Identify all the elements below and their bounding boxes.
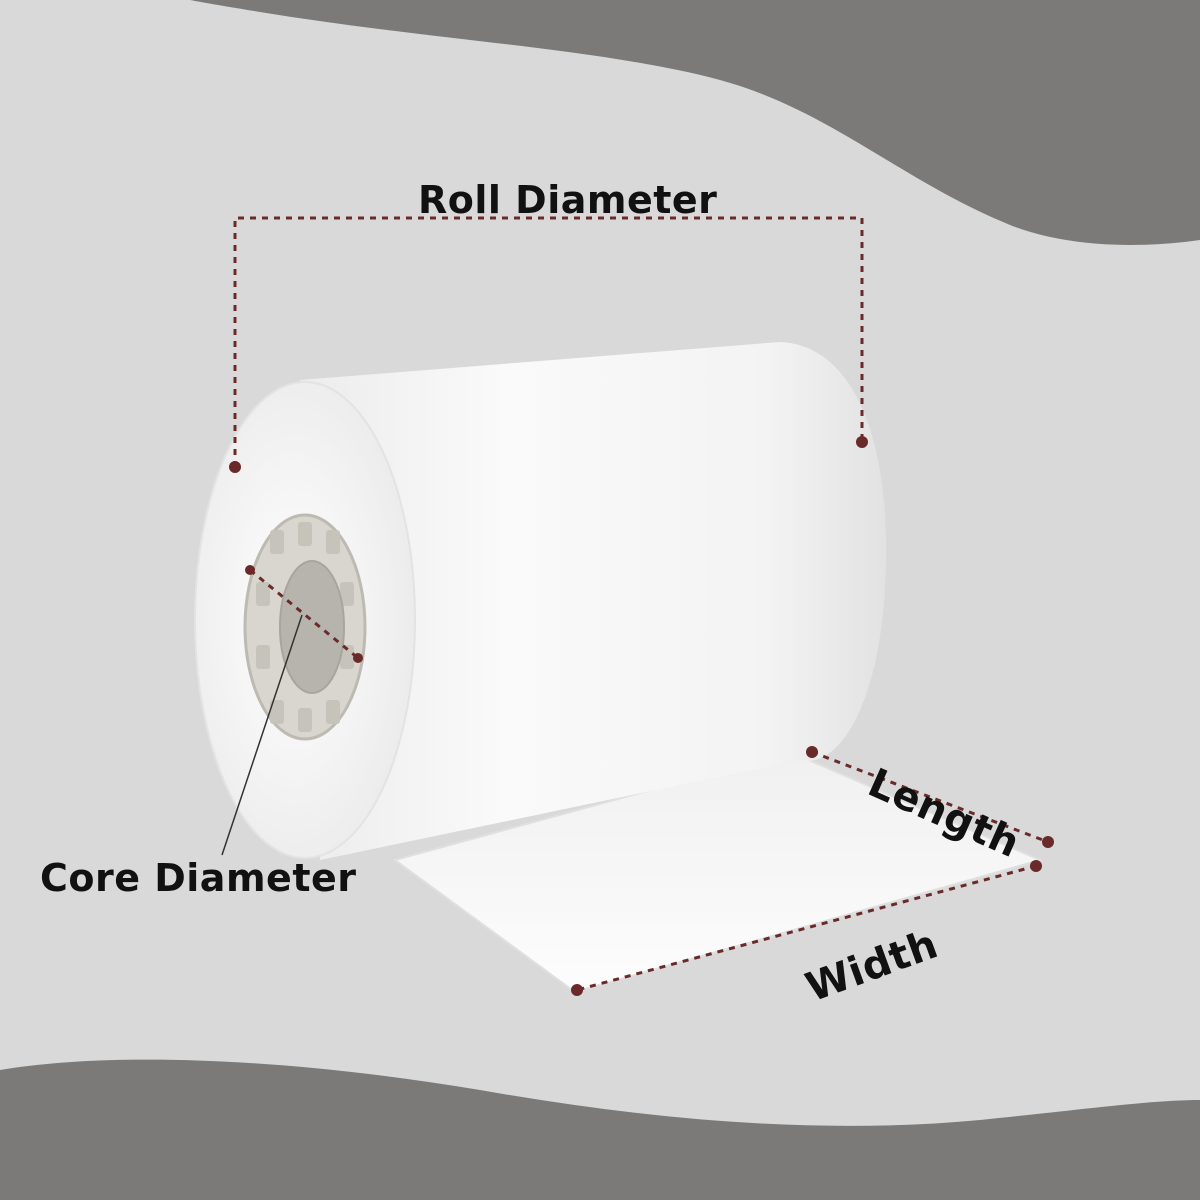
length-marker-start — [806, 746, 818, 758]
roll-diameter-marker-right — [856, 436, 868, 448]
top-wave-shape — [190, 0, 1200, 245]
length-marker-end — [1042, 836, 1054, 848]
roll-diameter-dimension-line — [233, 216, 864, 467]
width-marker-start — [1030, 860, 1042, 872]
roll-diameter-marker-left — [229, 461, 241, 473]
roll-diameter-label: Roll Diameter — [418, 178, 718, 222]
core-spokes — [256, 522, 354, 732]
core-hole — [279, 560, 345, 694]
paper-roll-body — [300, 342, 887, 860]
core-diameter-marker-top — [245, 565, 255, 575]
core-diameter-leader-line — [221, 614, 303, 856]
width-marker-end — [571, 984, 583, 996]
width-dimension-line — [576, 864, 1037, 992]
bottom-wave-shape — [0, 1059, 1200, 1200]
core-diameter-marker-bottom — [353, 653, 363, 663]
core-diameter-label: Core Diameter — [40, 856, 357, 900]
